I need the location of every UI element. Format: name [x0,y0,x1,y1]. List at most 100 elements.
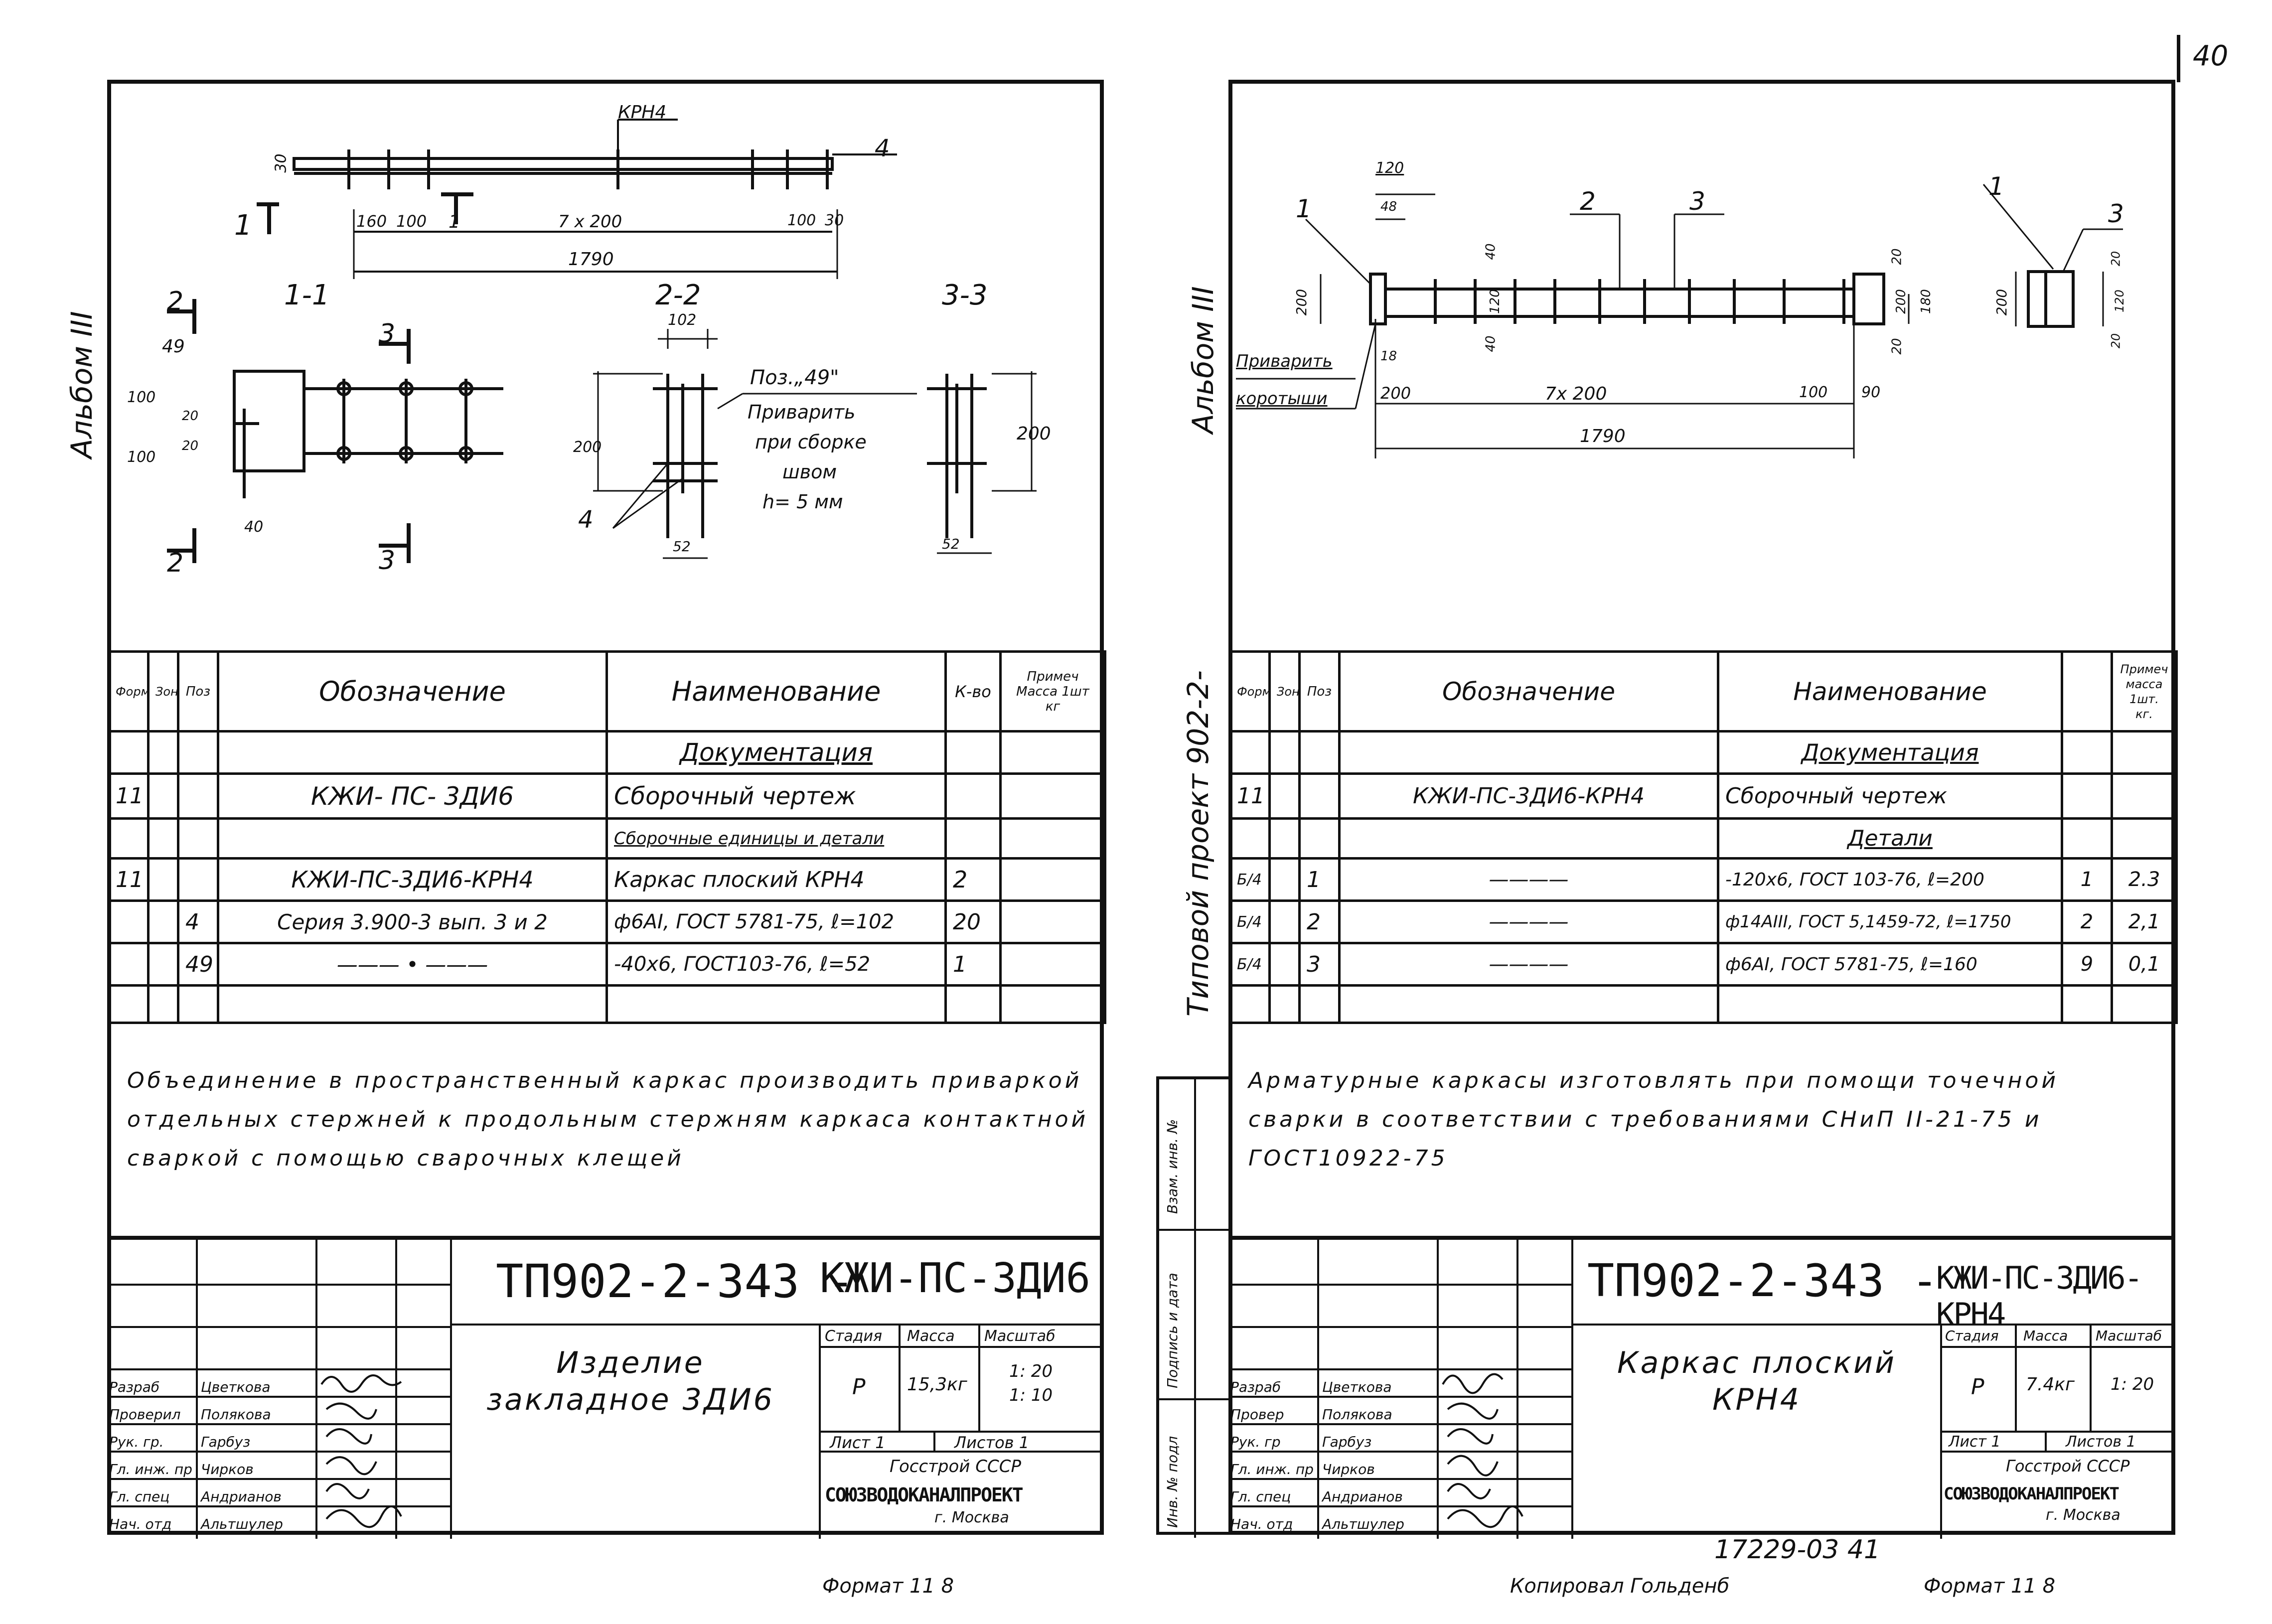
role: Гл. инж. пр [1230,1461,1314,1477]
end-plate-left [1369,273,1387,325]
left-sheets-total: Листов 1 [954,1433,1030,1452]
role: Нач. отд [1230,1516,1293,1532]
dim-200-section: 200 [1993,289,2010,316]
dim-200-end: 200 [1293,289,1310,316]
left-roles: Разраб Проверил Рук. гр. Гл. инж. пр Гл.… [109,1373,192,1538]
right-signatures [1442,1373,1523,1528]
page-number-rule [2177,35,2180,82]
dim-200-bottom: 200 [1380,384,1411,403]
left-stamp-grid [107,1240,1104,1539]
table-row: 49 ——— • ——— -40x6, ГОСТ103-76, ℓ=52 1 [107,942,1106,987]
right-stage-label: Стадия [1945,1328,1999,1344]
left-stamp-code: ТП902-2-343 - [496,1255,855,1308]
dim-1790: 1790 [568,249,614,270]
role: Разраб [1230,1379,1281,1395]
table-row: Сборочные единицы и детали [107,817,1106,860]
right-sheet-no: Лист 1 [1949,1433,2001,1451]
dim-18: 18 [1380,349,1397,364]
weld-label-2: коротыши [1236,389,1328,409]
weld-label-1: Приварить [1236,351,1333,371]
dim-30b: 30 [825,212,844,229]
left-stamp-mark: КЖИ-ПС-3ДИ6 [820,1255,1091,1302]
right-title-block: ТП902-2-343 - КЖИ-ПС-3ДИ6-КРН4 Каркас пл… [1228,1236,2175,1539]
left-title-block: ТП902-2-343 - КЖИ-ПС-3ДИ6 Изделие заклад… [107,1236,1104,1539]
dim-120-inner: 120 [1487,289,1503,314]
table-row: 11 КЖИ-ПС-3ДИ6-КРН4 Сборочный чертеж [1228,772,2178,820]
col-format: Формат [1228,650,1271,733]
col-note: Примеч Масса 1шт кг [999,650,1106,733]
strip-divider [1159,1229,1228,1231]
table-row: Документация [107,730,1106,775]
left-stage-label: Стадия [825,1328,883,1345]
dim-160: 160 [356,212,387,231]
right-table-header: Формат Зона Поз Обозначение Наименование… [1228,650,2178,733]
left-stamp-title: Изделие закладное 3ДИ6 [486,1345,774,1417]
left-notes: Объединение в пространственный каркас пр… [127,1061,1094,1178]
col-qty [2061,650,2113,733]
copied-by: Копировал Гольденб [1510,1575,1730,1598]
role: Рук. гр [1230,1434,1281,1450]
weld-note-position: Поз.„49" [750,366,839,389]
dim-20-section-a: 20 [2109,251,2123,267]
table-row [1228,984,2178,1024]
name: Чирков [1322,1461,1375,1477]
name: Андрианов [1322,1488,1403,1505]
dim-52-sec3: 52 [942,536,960,552]
left-org-1: Госстрой СССР [890,1457,1021,1476]
dim-7x200: 7 x 200 [558,212,622,232]
table-row [107,984,1106,1024]
cut-2-bottom: 2 [167,548,184,578]
name: Гарбуз [201,1434,251,1450]
left-scale-label: Масштаб [984,1328,1056,1345]
cut-marker-1: 1 [234,209,252,242]
section-3-3-title: 3-3 [942,279,988,311]
section-1-plate [233,370,305,472]
page-number: 40 [2193,40,2229,72]
dim-200-mid: 200 [1893,289,1909,314]
name: Полякова [201,1406,271,1423]
dim-100-upper: 100 [127,389,156,406]
dim-120: 120 [1375,159,1404,177]
name: Гарбуз [1322,1434,1372,1450]
pos-3-section: 3 [2108,199,2124,228]
dim-100-right: 100 [1799,384,1828,401]
table-row: Б/4 3 ———— ф6АI, ГОСТ 5781-75, ℓ=160 9 0… [1228,942,2178,987]
role: Провер [1230,1406,1284,1423]
right-note-line: Арматурные каркасы изготовлять при помощ… [1248,1068,2059,1093]
left-stage: Р [852,1374,866,1400]
dim-40-lower: 40 [1483,335,1499,352]
section-documentation: Документация [606,730,947,775]
role: Гл. спец [109,1488,170,1505]
name: Цветкова [1322,1379,1392,1395]
right-spec-table: Формат Зона Поз Обозначение Наименование… [1228,650,2178,1024]
right-sheets-total: Листов 1 [2066,1433,2136,1451]
left-sheet-no: Лист 1 [830,1433,886,1452]
role: Гл. инж. пр [109,1461,192,1477]
dim-1: 1 [449,212,460,232]
name: Андрианов [201,1488,282,1505]
name: Чирков [201,1461,254,1477]
dim-20-b: 20 [1889,338,1905,355]
col-note: Примеч масса 1шт. кг. [2111,650,2178,733]
table-row: 4 Серия 3.900-3 вып. 3 и 2 ф6АI, ГОСТ 57… [107,899,1106,944]
dim-52-sec2: 52 [673,538,691,555]
table-row: Документация [1228,730,2178,775]
dim-1790-right: 1790 [1580,426,1626,446]
table-row: 11 КЖИ-ПС-3ДИ6-КРН4 Каркас плоский КРН4 … [107,857,1106,902]
left-scale: 1: 20 1: 10 [1009,1361,1053,1405]
cut-3-top: 3 [379,319,396,349]
dim-20-upper: 20 [182,409,199,424]
pos-4-section: 4 [578,506,594,534]
right-notes: Арматурные каркасы изготовлять при помощ… [1248,1061,2165,1178]
dim-120-section: 120 [2112,290,2126,312]
dim-100-lower: 100 [127,448,156,466]
right-stamp-code: ТП902-2-343 - [1587,1255,1939,1307]
dim-100: 100 [396,212,427,231]
right-org-1: Госстрой СССР [2006,1457,2130,1476]
right-org-3: г. Москва [2046,1506,2121,1524]
right-stamp-grid [1228,1240,2175,1539]
left-names: Цветкова Полякова Гарбуз Чирков Андриано… [201,1373,283,1538]
pos-1-section: 1 [1988,172,2004,201]
table-row: Детали [1228,817,2178,860]
right-stage: Р [1971,1374,1984,1400]
